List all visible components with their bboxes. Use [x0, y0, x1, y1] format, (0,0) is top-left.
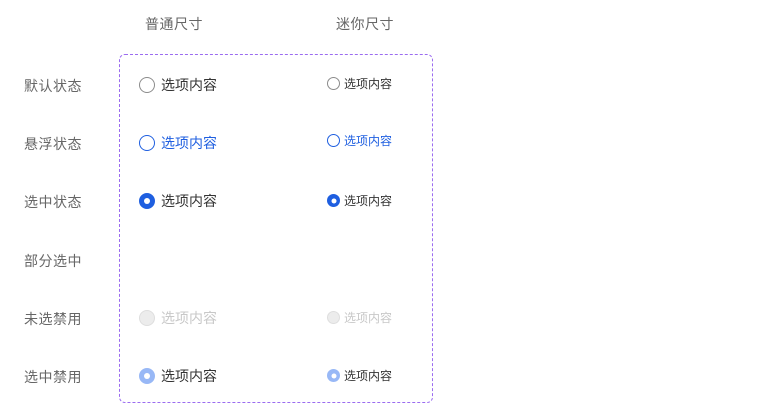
row-label-default: 默认状态 [24, 79, 82, 95]
radio-disabled-icon [327, 311, 340, 324]
radio-checked-icon [139, 193, 155, 209]
radio-checked-mini[interactable]: 选项内容 [327, 192, 392, 209]
radio-checked-normal[interactable]: 选项内容 [139, 191, 217, 211]
radio-default-mini[interactable]: 选项内容 [327, 75, 392, 92]
radio-label: 选项内容 [161, 136, 217, 152]
radio-label: 选项内容 [344, 194, 393, 208]
radio-unchecked-disabled-normal: 选项内容 [139, 308, 217, 328]
radio-label: 选项内容 [344, 369, 393, 383]
radio-label: 选项内容 [161, 369, 217, 385]
radio-checked-icon [327, 194, 340, 207]
row-label-hover: 悬浮状态 [24, 137, 82, 153]
radio-checked-disabled-normal: 选项内容 [139, 366, 217, 386]
column-header-normal: 普通尺寸 [145, 17, 203, 33]
row-label-checked-disabled: 选中禁用 [24, 370, 82, 386]
column-header-mini: 迷你尺寸 [336, 17, 394, 33]
radio-hover-mini[interactable]: 选项内容 [327, 132, 392, 149]
demo-frame [119, 54, 433, 403]
radio-circle-icon [327, 77, 340, 90]
radio-circle-icon [139, 135, 155, 151]
radio-label: 选项内容 [161, 78, 217, 94]
radio-label: 选项内容 [344, 134, 393, 148]
radio-circle-icon [327, 134, 340, 147]
radio-checked-disabled-icon [327, 369, 340, 382]
radio-disabled-icon [139, 310, 155, 326]
row-label-partial: 部分选中 [24, 254, 82, 270]
radio-checked-disabled-icon [139, 368, 155, 384]
radio-label: 选项内容 [344, 77, 393, 91]
row-label-unchecked-disabled: 未选禁用 [24, 312, 82, 328]
radio-label: 选项内容 [161, 311, 217, 327]
radio-checked-disabled-mini: 选项内容 [327, 367, 392, 384]
radio-label: 选项内容 [344, 311, 393, 325]
radio-hover-normal[interactable]: 选项内容 [139, 133, 217, 153]
radio-label: 选项内容 [161, 194, 217, 210]
radio-circle-icon [139, 77, 155, 93]
radio-unchecked-disabled-mini: 选项内容 [327, 309, 392, 326]
radio-default-normal[interactable]: 选项内容 [139, 75, 217, 95]
row-label-checked: 选中状态 [24, 195, 82, 211]
